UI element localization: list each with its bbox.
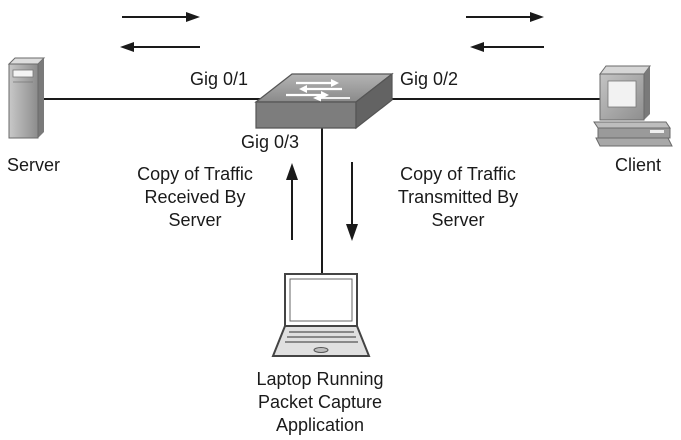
traffic-arrows-client-side xyxy=(466,12,544,52)
laptop-label-line: Laptop Running xyxy=(256,369,384,389)
annotation-line: Copy of Traffic xyxy=(137,164,253,184)
client-computer-icon xyxy=(593,65,673,147)
switch-icon xyxy=(254,72,394,130)
annotation-line: Transmitted By xyxy=(397,187,519,207)
port-label-gig02: Gig 0/2 xyxy=(400,69,459,89)
annotation-line: Server xyxy=(431,210,485,230)
laptop-label-line: Application xyxy=(275,415,365,435)
traffic-arrows-server-side xyxy=(120,12,200,52)
copy-received-arrow-icon xyxy=(286,163,298,240)
server-label: Server xyxy=(7,155,61,175)
copy-received-annotation: Copy of Traffic Received By Server xyxy=(112,163,278,232)
copy-transmitted-annotation: Copy of Traffic Transmitted By Server xyxy=(372,163,544,232)
laptop-label-line: Packet Capture xyxy=(257,392,383,412)
port-label-gig01: Gig 0/1 xyxy=(190,69,249,89)
server-icon xyxy=(7,57,46,139)
client-label: Client xyxy=(615,155,662,175)
copy-transmitted-arrow-icon xyxy=(346,162,358,241)
port-label-gig03: Gig 0/3 xyxy=(241,132,300,152)
laptop-icon xyxy=(271,273,371,357)
annotation-line: Server xyxy=(168,210,222,230)
laptop-label: Laptop Running Packet Capture Applicatio… xyxy=(222,368,418,437)
annotation-line: Copy of Traffic xyxy=(400,164,516,184)
annotation-line: Received By xyxy=(144,187,246,207)
